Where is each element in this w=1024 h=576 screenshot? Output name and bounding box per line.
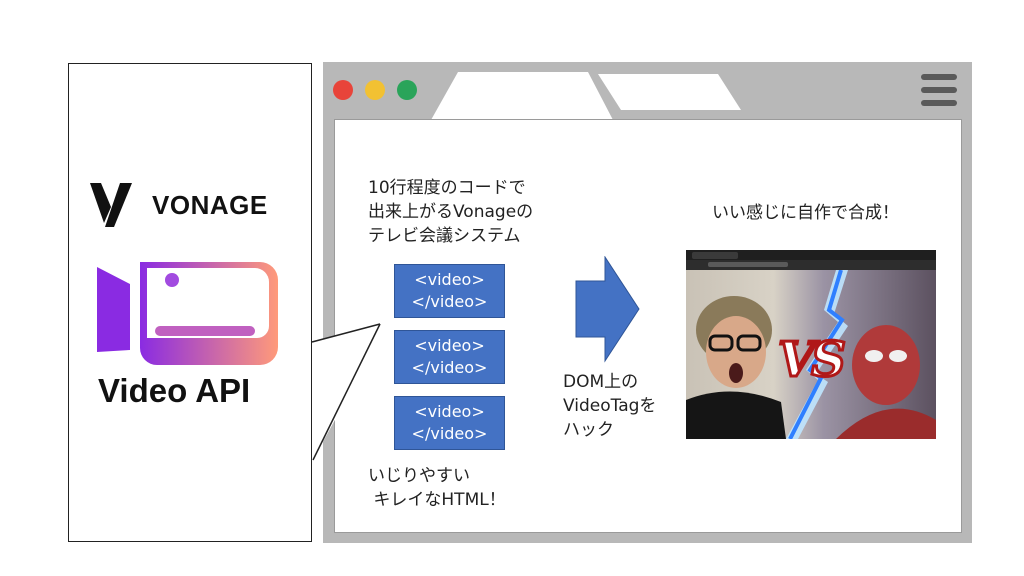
browser-tabs — [431, 72, 741, 120]
video-close-tag: </video> — [411, 424, 488, 443]
video-close-tag: </video> — [411, 292, 488, 311]
composite-video-screenshot: VS — [686, 250, 936, 439]
video-tag-box: <video> </video> — [394, 330, 505, 384]
video-tag-box: <video> </video> — [394, 264, 505, 318]
right-arrow-icon — [575, 256, 640, 363]
close-window-dot[interactable] — [333, 80, 353, 100]
speech-bubble-tail — [311, 322, 382, 461]
video-open-tag: <video> — [414, 270, 485, 289]
vonage-logo-icon — [90, 183, 132, 227]
versus-composite-art — [686, 270, 936, 439]
video-api-logo-icon — [97, 262, 278, 365]
screenshot-tab — [692, 252, 738, 259]
minimize-window-dot[interactable] — [365, 80, 385, 100]
vonage-logo-text: VONAGE — [152, 190, 268, 220]
video-open-tag: <video> — [414, 402, 485, 421]
screenshot-tab-bar — [686, 250, 936, 260]
screenshot-url — [708, 262, 788, 267]
maximize-window-dot[interactable] — [397, 80, 417, 100]
screenshot-address-bar — [686, 260, 936, 270]
hack-caption: DOM上の VideoTagを ハック — [563, 372, 657, 440]
video-open-tag: <video> — [414, 336, 485, 355]
hamburger-menu-icon[interactable] — [921, 74, 957, 106]
code-caption: 10行程度のコードで 出来上がるVonageの テレビ会議システム — [368, 178, 534, 246]
html-caption: いじりやすい キレイなHTML！ — [368, 466, 506, 510]
video-close-tag: </video> — [411, 358, 488, 377]
video-api-title: Video API — [98, 372, 251, 409]
vs-overlay-text: VS — [777, 331, 848, 390]
result-caption: いい感じに自作で合成！ — [712, 203, 899, 223]
video-tag-box: <video> </video> — [394, 396, 505, 450]
